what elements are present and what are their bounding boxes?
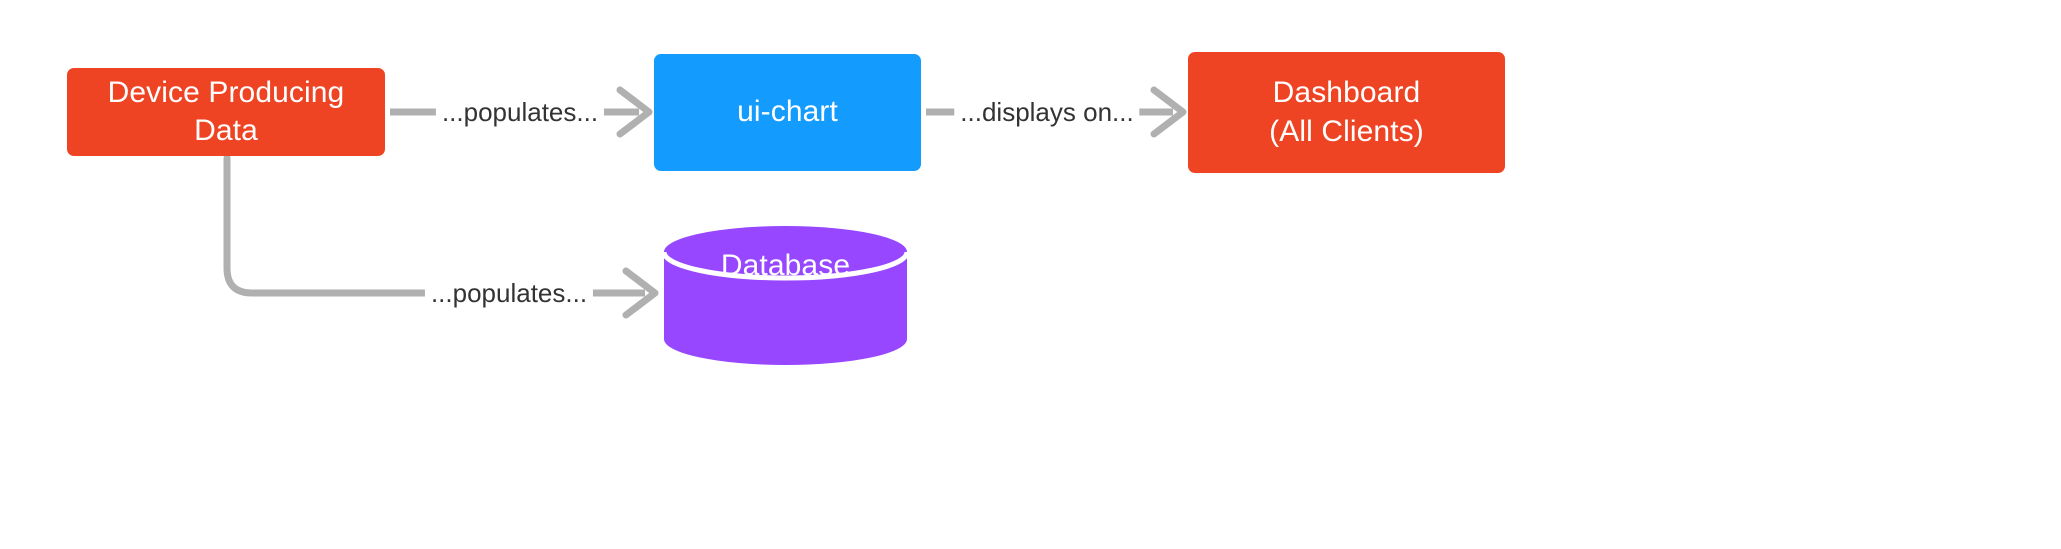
node-label: Database (720, 249, 851, 282)
arrowhead-icon (622, 267, 659, 319)
node-label: Dashboard (All Clients) (1269, 76, 1424, 148)
arrowhead-icon (1150, 86, 1187, 138)
edge-label-populates-database: ...populates... (424, 278, 594, 308)
node-device-producing-data[interactable]: Device Producing Data (67, 68, 385, 156)
node-label: ui-chart (737, 95, 838, 129)
node-label: Device Producing Data (107, 75, 345, 147)
edge-segment (223, 154, 441, 297)
node-dashboard[interactable]: Dashboard (All Clients) (1188, 52, 1505, 173)
edge-label-populates-chart: ...populates... (435, 97, 605, 127)
cylinder-shape-icon (664, 226, 907, 365)
node-ui-chart[interactable]: ui-chart (654, 54, 921, 171)
node-database[interactable]: Database (664, 226, 907, 365)
edge-label-displays-on: ...displays on... (954, 97, 1140, 127)
arrowhead-icon (616, 86, 653, 138)
